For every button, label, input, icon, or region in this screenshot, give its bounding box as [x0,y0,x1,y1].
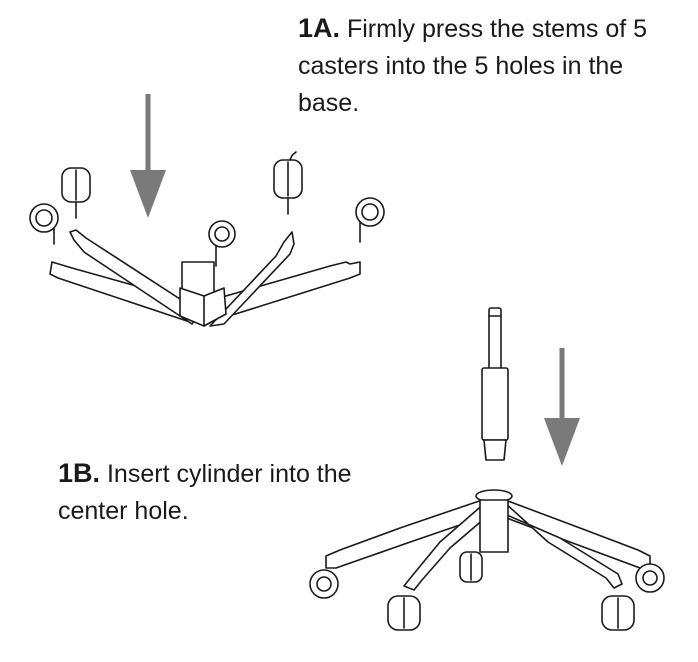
step-1b-number: 1B. [58,458,101,488]
caster-icon [635,563,665,593]
chair-base-upside-down [49,229,361,327]
chair-base-icon [325,489,651,591]
step-1a-instruction: 1A. Firmly press the stems of 5 casters … [298,10,688,122]
caster-icon [309,569,339,599]
caster-icon [208,220,236,267]
down-arrow-icon [130,94,166,218]
down-arrow-icon [544,348,580,466]
caster-icon [387,595,421,631]
step-1b-instruction: 1B. Insert cylinder into the center hole… [58,455,378,530]
caster-icon [601,595,635,631]
step-1b-text: Insert cylinder into the center hole. [58,460,352,525]
caster-icon [355,197,385,243]
gas-cylinder-icon [481,307,509,461]
caster-icon [459,551,483,583]
caster-icon [273,151,303,215]
caster-icon [29,203,59,245]
caster-icon [61,167,91,219]
step-1a-number: 1A. [298,13,341,43]
step-1a-text: Firmly press the stems of 5 casters into… [298,15,648,117]
